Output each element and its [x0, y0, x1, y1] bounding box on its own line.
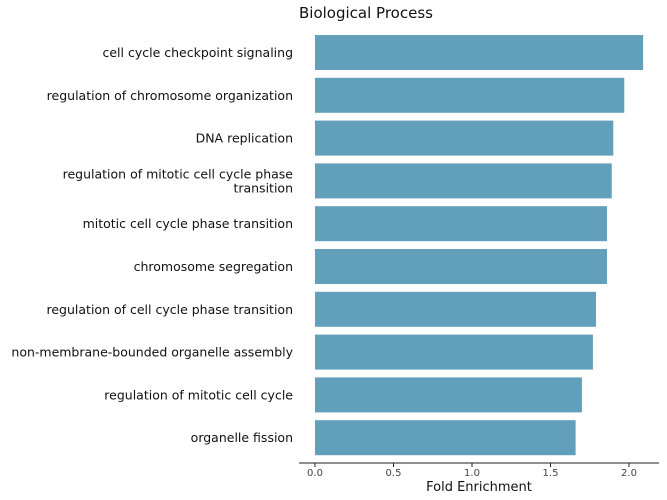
category-label: non-membrane-bounded organelle assembly — [11, 345, 293, 360]
bar — [315, 249, 608, 284]
category-label: chromosome segregation — [134, 259, 293, 274]
chart-title: Biological Process — [299, 4, 433, 22]
category-label: regulation of mitotic cell cycle phase — [63, 166, 294, 181]
x-tick-label: 0.0 — [307, 468, 323, 479]
bar — [315, 420, 576, 456]
bar — [315, 377, 582, 413]
x-tick-label: 1.0 — [464, 468, 480, 479]
bars-group — [315, 35, 644, 456]
bar — [315, 77, 625, 113]
category-label: organelle fission — [191, 430, 293, 445]
bar — [315, 334, 593, 370]
category-label: regulation of cell cycle phase transitio… — [47, 302, 294, 317]
bar — [315, 291, 597, 327]
bar — [315, 163, 612, 199]
bar — [315, 120, 614, 156]
category-label: DNA replication — [196, 131, 293, 146]
bar — [315, 35, 644, 70]
bar — [315, 206, 608, 242]
x-tick-label: 0.5 — [386, 468, 402, 479]
x-axis-title: Fold Enrichment — [426, 480, 532, 495]
category-label: regulation of chromosome organization — [47, 88, 293, 103]
category-label: transition — [233, 180, 293, 195]
category-labels-group: cell cycle checkpoint signaling regulatio… — [11, 45, 293, 445]
x-tick-label: 2.0 — [621, 468, 637, 479]
x-tick-label: 1.5 — [543, 468, 559, 479]
category-label: mitotic cell cycle phase transition — [83, 216, 293, 231]
category-label: cell cycle checkpoint signaling — [102, 45, 293, 60]
category-label: regulation of mitotic cell cycle — [104, 387, 293, 402]
x-ticks-group: 0.0 0.5 1.0 1.5 2.0 — [307, 463, 637, 479]
